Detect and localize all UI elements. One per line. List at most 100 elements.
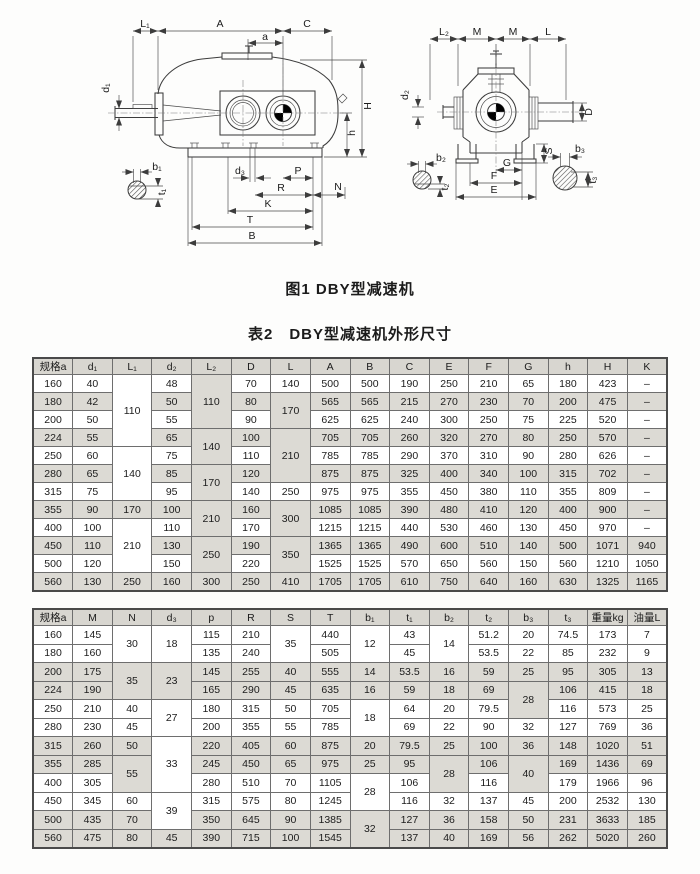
table-cell: 645 bbox=[230, 810, 272, 830]
table-cell: 500 bbox=[547, 536, 589, 555]
key-section-b2-t2: b₂ t₂ bbox=[407, 152, 451, 197]
table-cell: 500 bbox=[32, 810, 74, 830]
table-cell: 1020 bbox=[587, 736, 628, 756]
table-cell: 90 bbox=[72, 500, 113, 519]
table-cell: 875 bbox=[309, 736, 351, 756]
table-cell: 48 bbox=[151, 374, 192, 393]
table-cell: 1215 bbox=[309, 518, 351, 537]
table-cell: 262 bbox=[547, 828, 589, 849]
dim-label-a: a bbox=[262, 31, 268, 43]
s-dimension: S bbox=[536, 143, 555, 164]
table-cell: 355 bbox=[230, 717, 272, 737]
table-cell: 179 bbox=[547, 773, 589, 793]
column-header: E bbox=[428, 357, 470, 375]
dim-label-t2: t₂ bbox=[439, 184, 451, 191]
column-header: K bbox=[626, 357, 668, 375]
table-cell: 160 bbox=[151, 572, 192, 592]
table-cell: 315 bbox=[191, 791, 232, 811]
table-cell: 220 bbox=[230, 554, 272, 573]
bottom-dimensions: d₃ P R N K T B bbox=[187, 148, 346, 246]
table-cell: 210 bbox=[191, 500, 232, 537]
table-cell: 25 bbox=[349, 754, 391, 774]
table-cell: 210 bbox=[270, 428, 311, 483]
dim-label-t3: t₃ bbox=[587, 176, 599, 183]
table-cell: 18 bbox=[428, 680, 470, 700]
table-cell: 231 bbox=[547, 810, 589, 830]
table-cell: 1966 bbox=[587, 773, 628, 793]
table-cell: 130 bbox=[151, 536, 192, 555]
table-cell: – bbox=[626, 500, 668, 519]
column-header: G bbox=[508, 357, 549, 375]
dim-label-S: S bbox=[543, 147, 555, 154]
table-cell: 100 bbox=[72, 518, 113, 537]
table-cell: – bbox=[626, 518, 668, 537]
dim-label-L2: L₂ bbox=[439, 26, 449, 38]
table-cell: 975 bbox=[309, 482, 351, 501]
table-cell: 635 bbox=[309, 680, 351, 700]
table-cell: 280 bbox=[547, 446, 589, 465]
table-cell: 220 bbox=[191, 736, 232, 756]
table-cell: 315 bbox=[230, 699, 272, 719]
table-cell: 305 bbox=[587, 662, 628, 682]
table-cell: 16 bbox=[349, 680, 391, 700]
table-cell: 116 bbox=[389, 791, 430, 811]
table-cell: 280 bbox=[32, 464, 74, 483]
column-header: H bbox=[587, 357, 628, 375]
table-cell: 450 bbox=[32, 791, 74, 811]
dim-label-H: H bbox=[362, 102, 374, 110]
table-cell: 28 bbox=[428, 754, 470, 793]
table-cell: 80 bbox=[111, 828, 153, 849]
table-cell: 51.2 bbox=[468, 625, 509, 645]
table-cell: 40 bbox=[111, 699, 153, 719]
dim-label-b3: b₃ bbox=[575, 143, 585, 155]
table-cell: 65 bbox=[151, 428, 192, 447]
table-cell: 22 bbox=[508, 643, 549, 663]
table-cell: 170 bbox=[191, 464, 232, 501]
table-cell: – bbox=[626, 392, 668, 411]
table-cell: 650 bbox=[428, 554, 470, 573]
table-cell: 400 bbox=[428, 464, 470, 483]
table-cell: 224 bbox=[32, 428, 74, 447]
dim-label-t1: t₁ bbox=[156, 188, 168, 195]
table-cell: 100 bbox=[508, 464, 549, 483]
table-cell: 45 bbox=[389, 643, 430, 663]
table-cell: 626 bbox=[587, 446, 628, 465]
table-cell: 450 bbox=[547, 518, 589, 537]
column-header: 油量L bbox=[626, 608, 668, 626]
table-cell: 215 bbox=[389, 392, 430, 411]
table-cell: 140 bbox=[111, 446, 153, 501]
table-cell: 50 bbox=[72, 410, 113, 429]
table-cell: 250 bbox=[428, 374, 470, 393]
table-cell: 51 bbox=[626, 736, 668, 756]
table-cell: 53.5 bbox=[468, 643, 509, 663]
table-cell: 1545 bbox=[309, 828, 351, 849]
table-cell: 355 bbox=[389, 482, 430, 501]
table-cell: 240 bbox=[389, 410, 430, 429]
table-cell: 570 bbox=[389, 554, 430, 573]
table-cell: 560 bbox=[32, 572, 74, 592]
table-cell: 110 bbox=[111, 374, 153, 447]
table-cell: 230 bbox=[468, 392, 509, 411]
table-cell: 1436 bbox=[587, 754, 628, 774]
table-cell: 1071 bbox=[587, 536, 628, 555]
column-header: N bbox=[111, 608, 153, 626]
table-cell: – bbox=[626, 374, 668, 393]
table-cell: 36 bbox=[428, 810, 470, 830]
table-cell: 290 bbox=[389, 446, 430, 465]
table-cell: 32 bbox=[349, 810, 391, 849]
table-cell: 1325 bbox=[587, 572, 628, 592]
table-cell: 74.5 bbox=[547, 625, 589, 645]
table-cell: 13 bbox=[626, 662, 668, 682]
table-cell: 160 bbox=[72, 643, 113, 663]
table-cell: 106 bbox=[389, 773, 430, 793]
table-cell: 100 bbox=[151, 500, 192, 519]
